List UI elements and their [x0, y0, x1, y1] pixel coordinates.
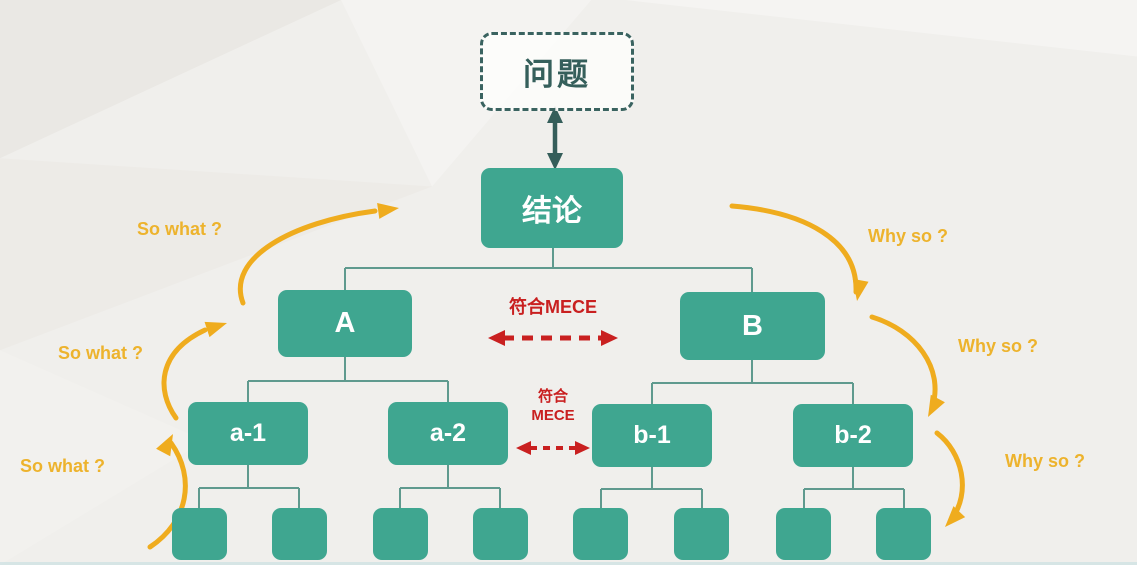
mece-label-top: 符合MECE: [508, 297, 597, 317]
node-b2-label: b-2: [834, 421, 872, 449]
node-a2: a-2: [388, 402, 508, 465]
leaf-node: [876, 508, 931, 560]
so-what-arrowheads: [156, 203, 399, 457]
node-a1: a-1: [188, 402, 308, 465]
node-b-label: B: [742, 309, 763, 342]
so-what-label-1: So what ?: [137, 219, 222, 239]
mece-label-mid: 符合 MECE: [512, 388, 594, 426]
leaf-node: [776, 508, 831, 560]
so-what-label-3: So what ?: [20, 456, 105, 476]
bottom-edge-line: [0, 562, 1137, 565]
problem-node: 问题: [480, 32, 634, 111]
leaf-node: [573, 508, 628, 560]
problem-label: 问题: [523, 57, 591, 92]
node-b: B: [680, 292, 825, 360]
why-so-arrowheads: [852, 278, 966, 527]
so-what-arrows: [147, 208, 378, 550]
leaf-node: [473, 508, 528, 560]
mece-label-mid-line2: MECE: [531, 406, 575, 424]
why-so-label-3: Why so ?: [1005, 451, 1085, 471]
double-arrow-problem-conclusion: [547, 106, 563, 170]
why-so-arrows: [729, 203, 965, 523]
mece-arrow-mid: [516, 441, 590, 455]
leaf-node: [373, 508, 428, 560]
mece-label-mid-line1: 符合: [537, 388, 568, 405]
node-a1-label: a-1: [229, 419, 267, 447]
why-so-label-2: Why so ?: [958, 336, 1038, 356]
node-a-label: A: [334, 307, 356, 339]
conclusion-node: 结论: [481, 168, 623, 248]
node-b1: b-1: [592, 404, 712, 467]
tree-connector-lines: [198, 248, 905, 508]
conclusion-label: 结论: [522, 195, 582, 228]
node-a2-label: a-2: [429, 419, 467, 447]
leaf-node: [674, 508, 729, 560]
so-what-label-2: So what ?: [58, 343, 143, 363]
why-so-label-1: Why so ?: [868, 226, 948, 246]
leaf-node: [172, 508, 227, 560]
node-a: A: [278, 290, 412, 357]
mece-arrow-top: [488, 330, 618, 346]
node-b1-label: b-1: [633, 421, 671, 449]
leaf-node: [272, 508, 327, 560]
node-b2: b-2: [793, 404, 913, 467]
